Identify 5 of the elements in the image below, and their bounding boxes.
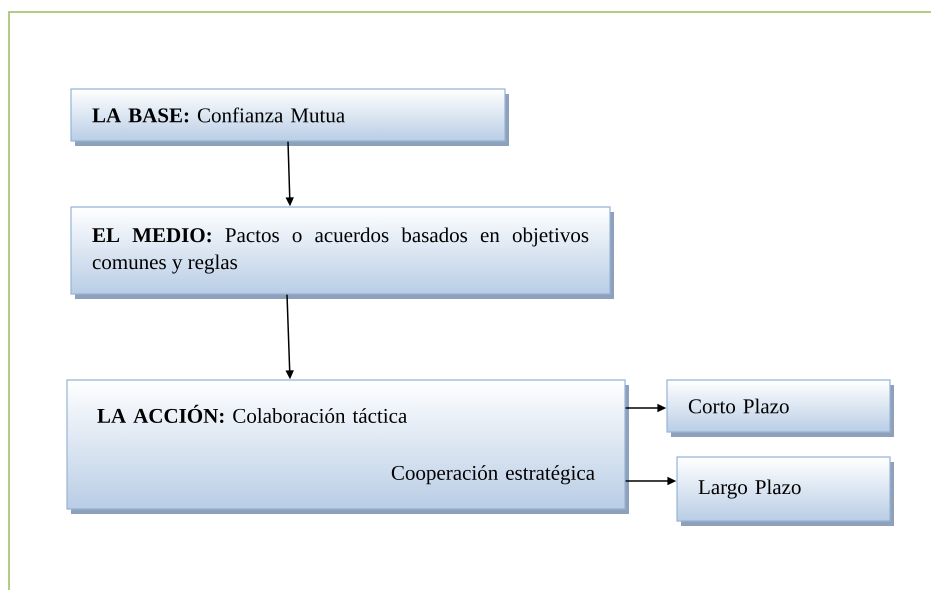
process-box: Largo Plazo bbox=[676, 456, 894, 526]
process-box: LA ACCIÓN: Colaboración táctica Cooperación estratégica bbox=[66, 379, 629, 514]
process-box: LA BASE: Confianza Mutua bbox=[70, 88, 509, 146]
process-box: Corto Plazo bbox=[666, 379, 894, 437]
process-box: EL MEDIO: Pactos o acuerdos basados en objetivos comunes y reglas bbox=[70, 206, 614, 299]
